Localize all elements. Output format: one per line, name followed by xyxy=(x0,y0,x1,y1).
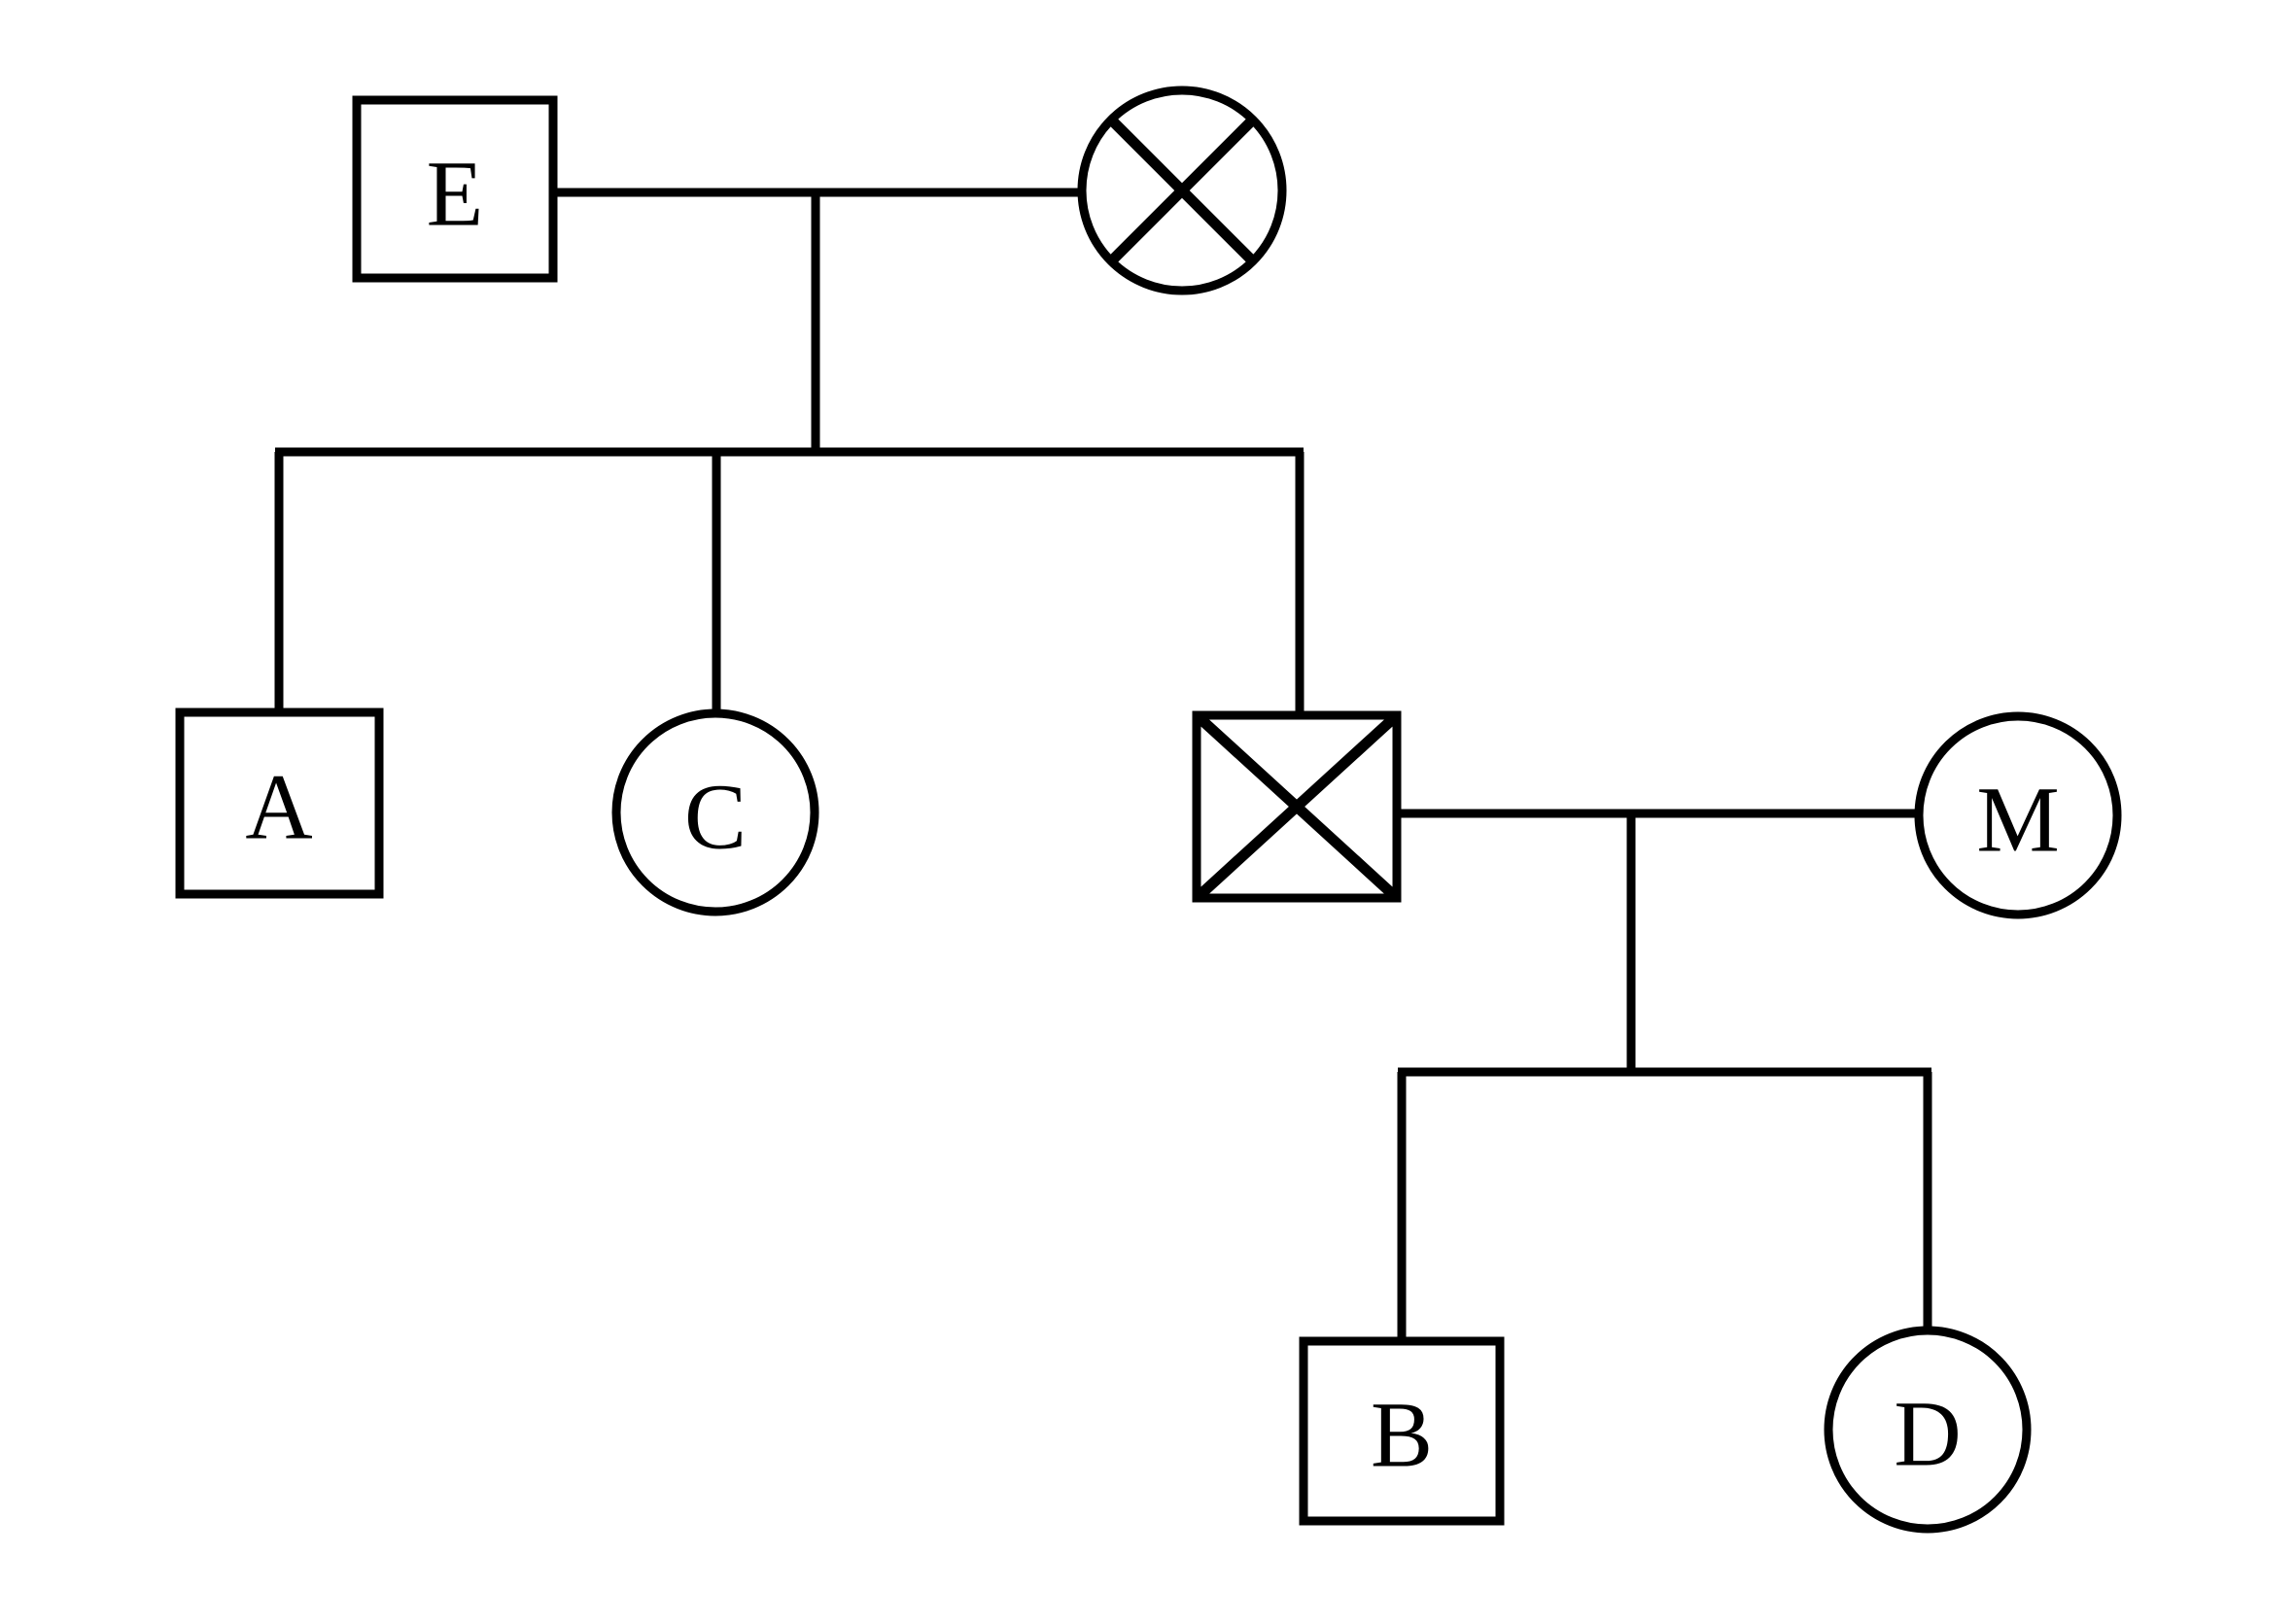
node-e[interactable]: E xyxy=(352,95,558,283)
node-c[interactable]: C xyxy=(611,708,819,916)
node-b[interactable]: B xyxy=(1299,1336,1505,1526)
female-circle-deceased-gen1[interactable] xyxy=(1077,86,1287,295)
node-label-c: C xyxy=(684,765,747,869)
union-1-connectors xyxy=(553,188,1081,456)
node-a[interactable]: A xyxy=(175,708,384,899)
male-square-e[interactable] xyxy=(352,95,558,283)
node-label-d: D xyxy=(1894,1382,1961,1486)
sibship-1-connectors xyxy=(274,447,1305,719)
female-circle-c[interactable] xyxy=(611,708,819,916)
node-m[interactable]: M xyxy=(1914,711,2122,919)
male-square-a[interactable] xyxy=(175,708,384,899)
node-label-e: E xyxy=(427,142,484,246)
node-deceased-female-gen1[interactable] xyxy=(1077,86,1287,295)
male-square-deceased-gen2[interactable] xyxy=(1192,710,1402,903)
sibship-2-connectors xyxy=(1397,1067,1932,1344)
union-2-connectors xyxy=(1393,809,1922,1076)
male-square-b[interactable] xyxy=(1299,1336,1505,1526)
node-d[interactable]: D xyxy=(1824,1326,2032,1534)
node-label-b: B xyxy=(1371,1383,1433,1487)
node-label-m: M xyxy=(1976,768,2059,872)
female-circle-m[interactable] xyxy=(1914,711,2122,919)
female-circle-d[interactable] xyxy=(1824,1326,2032,1534)
deceased-cross-icon xyxy=(1107,116,1257,265)
node-label-a: A xyxy=(245,755,312,859)
deceased-cross-icon xyxy=(1193,710,1401,903)
node-deceased-male-gen2[interactable] xyxy=(1192,710,1402,903)
